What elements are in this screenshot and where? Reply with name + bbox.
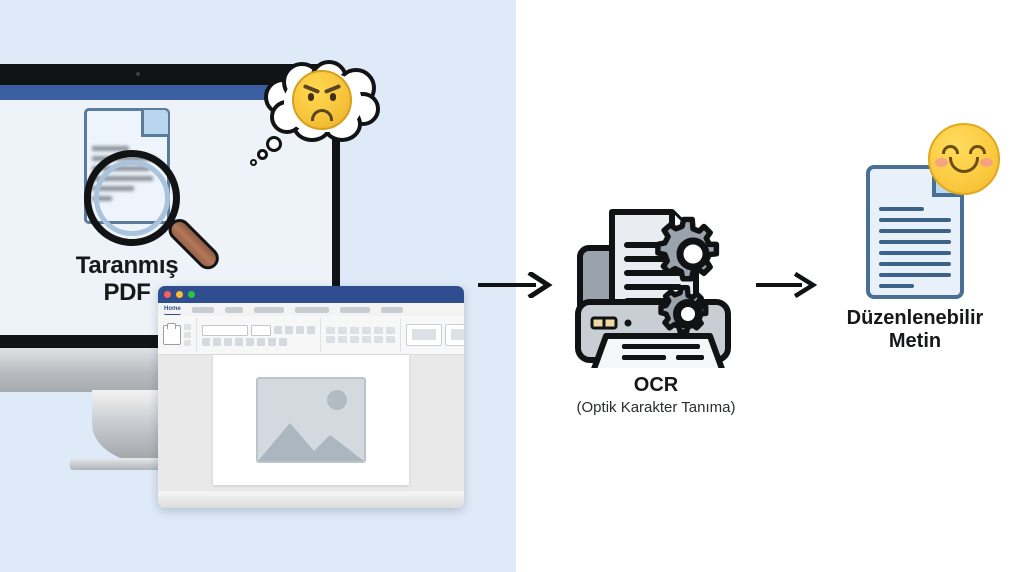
scanner-with-gears-icon: [566, 190, 746, 383]
bold-icon[interactable]: [202, 337, 210, 346]
line-spacing-icon[interactable]: [374, 336, 383, 343]
arrow-input-to-ocr: [478, 272, 553, 302]
superscript-icon[interactable]: [257, 337, 265, 346]
word-processor-window[interactable]: Home: [158, 286, 464, 508]
style-normal[interactable]: [406, 324, 442, 346]
ribbon-group-paragraph[interactable]: [321, 318, 401, 352]
subscript-icon[interactable]: [246, 337, 254, 346]
editable-text-label-line2: Metin: [888, 330, 942, 352]
image-placeholder-icon: [256, 377, 366, 463]
tab-layout[interactable]: [294, 306, 329, 313]
shrink-font-icon[interactable]: [285, 326, 293, 334]
placeholder-sun-icon: [327, 390, 347, 410]
window-status-bar: [158, 496, 464, 508]
font-color-icon[interactable]: [279, 337, 287, 346]
angry-mouth: [311, 109, 333, 121]
font-name-input[interactable]: [202, 324, 248, 336]
blush-cheek-right: [980, 158, 993, 167]
editable-text-document-icon: [866, 123, 1000, 299]
grow-font-icon[interactable]: [274, 326, 282, 334]
text-highlight-icon[interactable]: [268, 337, 276, 346]
placeholder-mountain-icon: [258, 423, 364, 461]
ribbon-group-styles[interactable]: [401, 318, 464, 352]
editable-text-step: Düzenlenebilir Metin: [820, 123, 1010, 353]
thought-bubble-dot-small: [250, 159, 257, 166]
tab-draw[interactable]: [224, 306, 243, 313]
tab-design[interactable]: [253, 306, 284, 313]
ocr-subtitle: (Optik Karakter Tanıma): [576, 399, 736, 416]
align-center-icon[interactable]: [338, 336, 347, 343]
copy-icon[interactable]: [184, 332, 191, 338]
document-canvas[interactable]: [158, 355, 464, 491]
happy-eye-left: [942, 145, 959, 154]
justify-icon[interactable]: [362, 336, 371, 343]
style-heading1[interactable]: [445, 324, 464, 346]
tab-insert[interactable]: [191, 306, 214, 313]
ribbon-group-font[interactable]: [197, 318, 321, 352]
happy-eye-right: [969, 145, 986, 154]
thought-bubble: [250, 56, 386, 166]
sort-icon[interactable]: [386, 327, 395, 334]
bullet-list-icon[interactable]: [326, 327, 335, 334]
maximize-button[interactable]: [188, 291, 195, 298]
ribbon-tab-bar[interactable]: Home: [158, 303, 464, 316]
font-size-input[interactable]: [251, 324, 271, 336]
angry-eye-right: [330, 93, 336, 101]
underline-icon[interactable]: [224, 337, 232, 346]
clear-formatting-icon[interactable]: [307, 326, 315, 334]
format-painter-icon[interactable]: [184, 340, 191, 346]
angry-face-emoji: [292, 70, 352, 130]
italic-icon[interactable]: [213, 337, 221, 346]
tab-review[interactable]: [380, 306, 403, 313]
align-right-icon[interactable]: [350, 336, 359, 343]
window-titlebar[interactable]: [158, 286, 464, 303]
multilevel-list-icon[interactable]: [350, 327, 359, 334]
document-page[interactable]: [213, 355, 409, 485]
ocr-step: OCR (Optik Karakter Tanıma): [556, 190, 756, 416]
arrow-ocr-to-output: [756, 272, 818, 302]
magnifier-icon: [84, 150, 224, 280]
decrease-indent-icon[interactable]: [362, 327, 371, 334]
window-traffic-lights[interactable]: [164, 291, 195, 298]
strikethrough-icon[interactable]: [235, 337, 243, 346]
cut-icon[interactable]: [184, 324, 191, 330]
scanned-pdf-label: Taranmış PDF: [52, 252, 202, 307]
thought-bubble-dot-medium: [257, 149, 268, 160]
paste-icon[interactable]: [163, 323, 181, 345]
close-button[interactable]: [164, 291, 171, 298]
numbered-list-icon[interactable]: [338, 327, 347, 334]
scanned-pdf-label-line1: Taranmış: [75, 252, 179, 279]
smiling-face-emoji: [928, 123, 1000, 195]
tab-references[interactable]: [339, 306, 370, 313]
angry-eye-left: [308, 93, 314, 101]
thought-bubble-dot-large: [266, 136, 282, 152]
editable-text-lines: [879, 207, 951, 295]
monitor-webcam-icon: [136, 72, 140, 76]
ribbon-group-clipboard[interactable]: [158, 318, 197, 352]
page-fold-corner-icon: [141, 110, 168, 137]
blush-cheek-left: [935, 158, 948, 167]
editable-text-label-line1: Düzenlenebilir: [846, 307, 984, 329]
change-case-icon[interactable]: [296, 326, 304, 334]
align-left-icon[interactable]: [326, 336, 335, 343]
editable-text-label: Düzenlenebilir Metin: [820, 307, 1010, 353]
increase-indent-icon[interactable]: [374, 327, 383, 334]
ocr-title: OCR: [633, 374, 679, 396]
scanned-pdf-label-line2: PDF: [103, 278, 151, 306]
ribbon-toolbar[interactable]: [158, 316, 464, 355]
shading-icon[interactable]: [386, 336, 395, 343]
happy-mouth: [949, 157, 979, 173]
screen-app-titlebar: [0, 85, 332, 100]
tab-home[interactable]: Home: [164, 305, 181, 315]
minimize-button[interactable]: [176, 291, 183, 298]
magnifier-lens: [84, 150, 180, 246]
